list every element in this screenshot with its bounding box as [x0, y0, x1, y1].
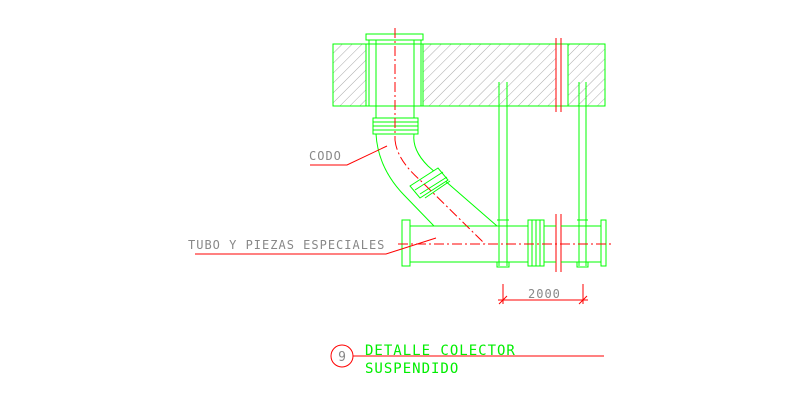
collector-pipe: [401, 219, 607, 267]
end-flange: [401, 219, 411, 267]
title-block: 9 DETALLE COLECTOR SUSPENDIDO: [330, 343, 604, 377]
slab-middle: [422, 43, 557, 107]
elbow-fitting: [375, 133, 498, 227]
elbow-label: CODO: [309, 149, 342, 163]
pipe-leader: [195, 237, 437, 255]
pipe-label: TUBO Y PIEZAS ESPECIALES: [188, 238, 385, 252]
hanger-rods: [496, 82, 589, 268]
break-lines: [555, 38, 562, 272]
dimension-value: 2000: [528, 287, 561, 301]
leader-lines: [195, 145, 437, 255]
detail-number: 9: [338, 350, 346, 365]
elbow-leader: [310, 145, 388, 166]
inclined-coupling: [409, 167, 449, 199]
slab-left: [332, 43, 367, 107]
center-lines: [394, 28, 612, 245]
dimension-line: [498, 284, 588, 305]
title-line-1: DETALLE COLECTOR: [365, 343, 516, 359]
slab-section: [332, 43, 606, 107]
title-line-2: SUSPENDIDO: [365, 361, 459, 377]
